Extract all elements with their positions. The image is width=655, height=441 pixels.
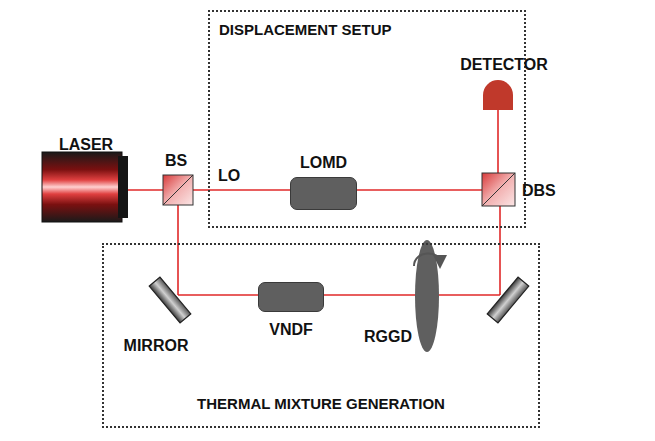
mirror-symbol <box>487 277 529 323</box>
beam-label: LO <box>218 167 240 185</box>
part-label: DBS <box>522 182 556 200</box>
mirror-symbol <box>149 277 191 323</box>
part-label: RGGD <box>364 328 412 346</box>
region-box: THERMAL MIXTURE GENERATION VNDF <box>102 243 540 428</box>
component-box: LOMD <box>290 177 357 210</box>
region-title: THERMAL MIXTURE GENERATION <box>197 396 445 413</box>
part-label: DETECTOR <box>460 56 548 74</box>
beam-splitter <box>163 175 193 205</box>
part-label: MIRROR <box>124 337 189 355</box>
component-box: VNDF <box>258 282 324 312</box>
ground-glass-disk <box>414 240 440 352</box>
detector-symbol <box>483 80 513 110</box>
displacement-beam-splitter <box>482 173 515 206</box>
part-label: BS <box>165 152 187 170</box>
part-label: LASER <box>59 136 113 154</box>
component-label: LOMD <box>300 154 347 172</box>
laser-source <box>42 152 128 222</box>
component-label: VNDF <box>269 321 313 339</box>
region-box: DISPLACEMENT SETUP LOMD <box>208 10 526 228</box>
laser-beam <box>128 110 500 295</box>
region-title: DISPLACEMENT SETUP <box>219 22 392 39</box>
